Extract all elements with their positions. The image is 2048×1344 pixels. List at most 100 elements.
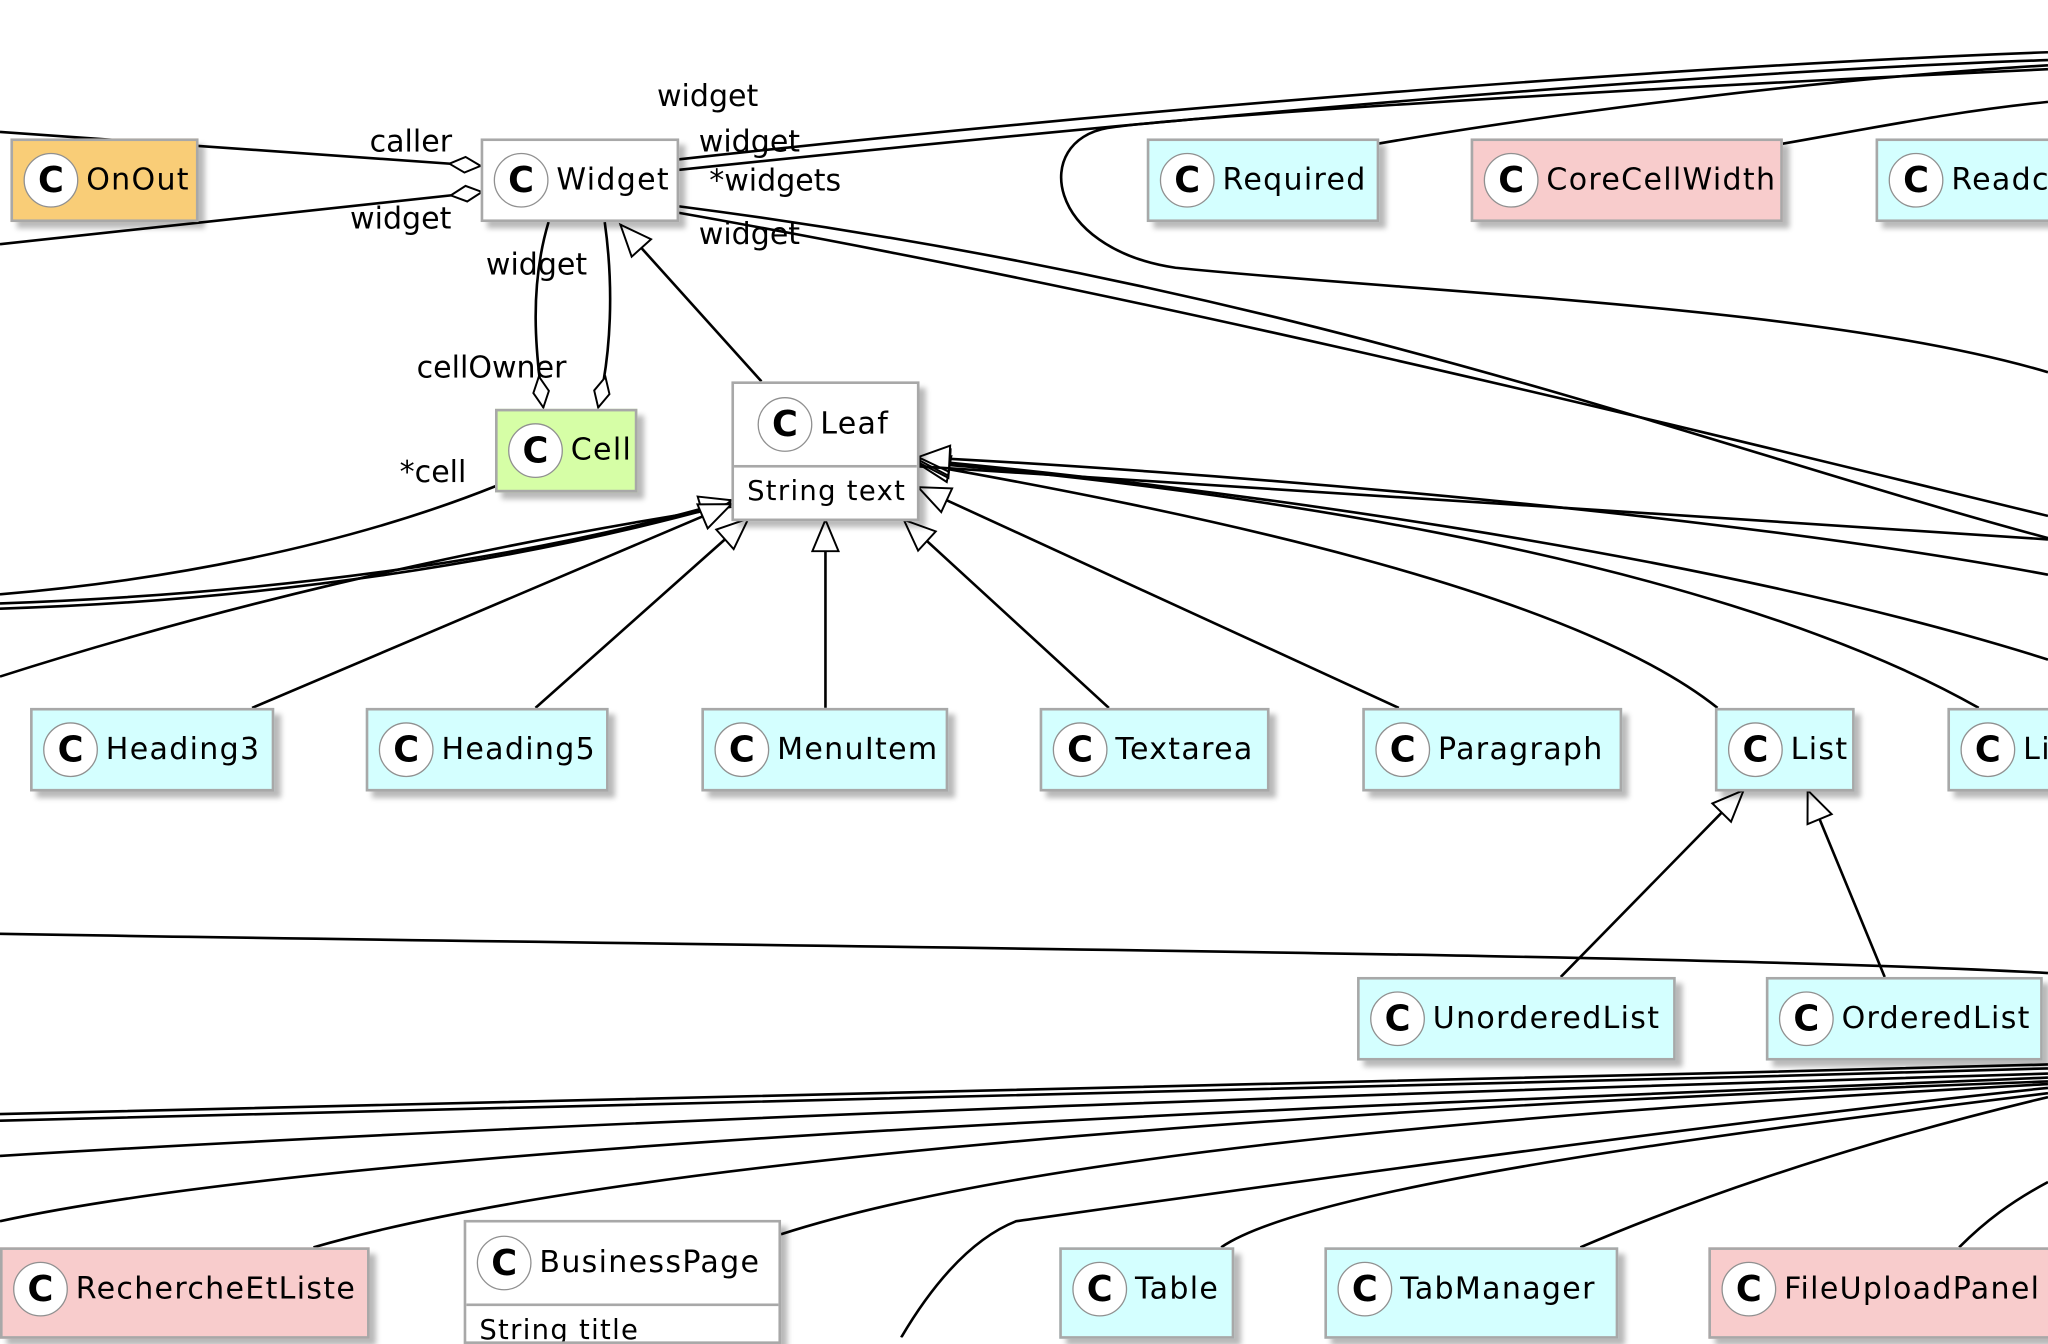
class-c-icon: C	[1888, 152, 1944, 208]
rechercheetliste-link-line	[313, 1080, 2048, 1249]
widget-role-label-below: widget	[485, 248, 588, 283]
class-c-icon: C	[13, 1261, 68, 1317]
class-name: CoreCellWidth	[1546, 163, 1777, 198]
class-name: FileUploadPanel	[1784, 1272, 2041, 1307]
heading3-generalization-line	[251, 502, 734, 710]
widget-generalization-line	[679, 205, 2048, 540]
caller-association-line	[0, 130, 483, 174]
class-c-icon: C	[1375, 722, 1431, 778]
class-name: Readc	[1951, 163, 2048, 198]
class-field: String text	[734, 464, 917, 507]
table-link-line	[1220, 1091, 2048, 1249]
widget-role-label-top: widget	[656, 79, 759, 114]
loop-association-line	[1059, 67, 2048, 374]
bundle-line-1	[0, 1063, 2048, 1116]
orderedlist-generalization-line	[1806, 787, 1886, 978]
class-name: UnorderedList	[1432, 1001, 1661, 1036]
class-name: RechercheEtListe	[75, 1272, 357, 1307]
class-name: Widget	[556, 163, 671, 198]
fileuploadpanel-link-line	[1958, 1180, 2048, 1249]
class-c-icon: C	[378, 722, 434, 778]
class-name: Li	[2023, 732, 2048, 767]
class-name: Table	[1135, 1272, 1220, 1307]
class-c-icon: C	[1727, 722, 1783, 778]
widget-association-line	[0, 184, 485, 246]
class-c-icon: C	[1072, 1261, 1128, 1317]
class-name: Leaf	[820, 407, 890, 442]
caller-role-label: caller	[369, 125, 453, 160]
tabmanager-link-line	[1579, 1095, 2048, 1249]
unorderedlist-generalization-line	[1559, 788, 1746, 978]
generalization-line-left-2	[0, 501, 732, 610]
class-name: MenuItem	[777, 732, 939, 767]
class-name: List	[1790, 732, 1849, 767]
generalization-line-left-3	[0, 505, 732, 678]
class-name: BusinessPage	[539, 1246, 761, 1280]
cell-owner-association-line	[593, 221, 612, 410]
class-c-icon: C	[1370, 991, 1425, 1047]
bundle-line-4	[0, 1076, 2048, 1223]
bundle-line-3	[0, 1072, 2048, 1158]
class-c-icon: C	[508, 423, 563, 479]
class-c-icon: C	[476, 1235, 532, 1291]
heading5-generalization-line	[534, 516, 751, 709]
class-c-icon: C	[23, 152, 79, 208]
class-c-icon: C	[1052, 722, 1108, 778]
generalization-line-right-2	[915, 444, 2048, 576]
generalization-line-right-1	[915, 448, 2048, 661]
class-listitem[interactable]: CLi	[1947, 707, 2048, 792]
widget-role-label-right-low: widget	[698, 218, 801, 253]
required-link-line	[1377, 64, 2048, 145]
cell-association-line	[0, 484, 497, 596]
widgets-association-line	[679, 58, 2048, 172]
widget-association-line-right	[645, 50, 2048, 170]
widget-role-label-right: widget	[698, 125, 801, 160]
class-name: Cell	[570, 433, 633, 468]
class-name: OnOut	[86, 163, 190, 198]
generalization-line-right-3	[918, 464, 2048, 541]
list-generalization-line	[915, 455, 1719, 709]
class-c-icon: C	[1721, 1261, 1777, 1317]
class-c-icon: C	[757, 397, 813, 452]
widget-association-line-right-low	[646, 201, 2048, 518]
paragraph-generalization-line	[915, 485, 1400, 710]
class-name: Paragraph	[1438, 732, 1604, 767]
businesspage-link-line	[780, 1082, 2048, 1236]
class-field: String title	[466, 1303, 779, 1341]
cell-owner-role-label: cellOwner	[416, 351, 567, 386]
cell-many-role-label: *cell	[399, 455, 467, 490]
widget-role-label-left: widget	[350, 202, 452, 237]
class-c-icon: C	[1960, 722, 2016, 778]
corecellwidth-link-line	[1782, 100, 2048, 145]
leaf-generalization-line	[618, 222, 763, 383]
textarea-generalization-line	[901, 518, 1110, 709]
class-c-icon: C	[43, 722, 98, 778]
class-name: Heading5	[441, 732, 597, 767]
class-c-icon: C	[714, 722, 770, 778]
class-c-icon: C	[1159, 152, 1215, 208]
class-name: Textarea	[1115, 732, 1254, 767]
widgets-role-label: *widgets	[709, 164, 842, 199]
